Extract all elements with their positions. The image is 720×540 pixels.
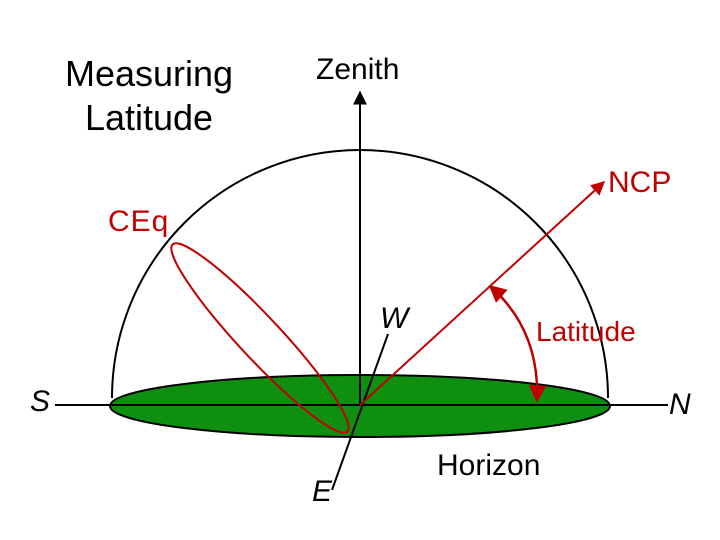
- ncp-axis: [360, 182, 604, 405]
- zenith-label: Zenith: [316, 55, 399, 85]
- latitude-label: Latitude: [536, 318, 636, 346]
- ncp-label: NCP: [608, 168, 671, 198]
- south-label: S: [30, 387, 50, 417]
- diagram-title: Measuring Latitude: [40, 52, 258, 140]
- east-label: E: [312, 477, 332, 507]
- north-label: N: [669, 390, 691, 420]
- horizon-label: Horizon: [437, 451, 540, 481]
- celestial-equator-label: CEq: [108, 207, 169, 237]
- west-label: W: [380, 304, 408, 334]
